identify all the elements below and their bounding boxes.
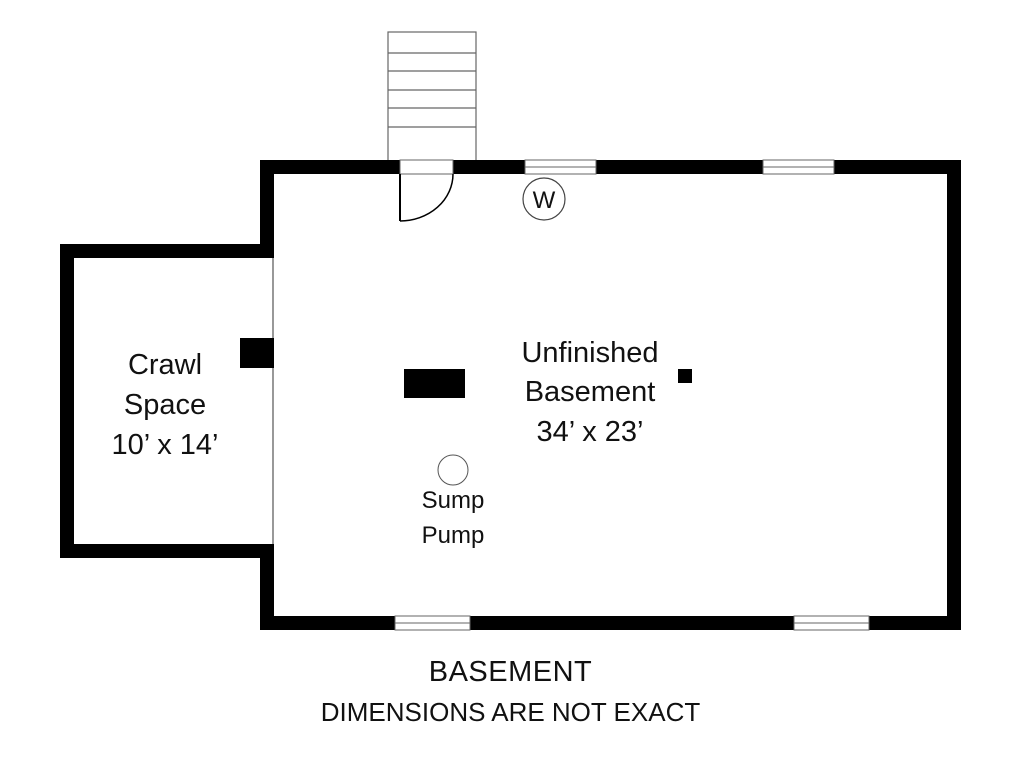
entry-door [399,159,454,222]
water-heater: W [522,177,566,221]
window-bottom-right [793,615,870,631]
basement-walls [260,160,961,630]
crawl-space-walls [60,244,274,558]
crawl-space-name-line2: Space [124,389,206,421]
crawl-space-name-line1: Crawl [128,349,202,381]
crawl-space-room-label: Crawl Space 10’ x 14’ [112,349,219,461]
sump-pump: Sump Pump [422,454,485,549]
window-top-right [762,159,835,175]
crawl-space-dimensions: 10’ x 14’ [112,429,219,461]
water-heater-symbol: W [533,187,556,214]
central-beam-block [404,369,465,398]
basement-room-label: Unfinished Basement 34’ x 23’ [521,337,658,448]
sump-pump-label-line2: Pump [422,522,485,549]
windows [394,159,870,631]
plan-disclaimer: DIMENSIONS ARE NOT EXACT [320,697,701,727]
window-bottom-left [394,615,471,631]
exterior-stairs [387,31,477,162]
sump-pump-label-line1: Sump [422,487,485,514]
support-post [678,369,692,383]
sump-pump-circle [437,454,469,486]
water-heater-circle [522,177,566,221]
window-top-center [524,159,597,175]
basement-name-line1: Unfinished [521,337,658,369]
basement-dimensions: 34’ x 23’ [537,416,644,448]
basement-name-line2: Basement [525,376,656,408]
plan-title: BASEMENT [428,656,593,688]
crawl-space-pier [240,338,274,368]
